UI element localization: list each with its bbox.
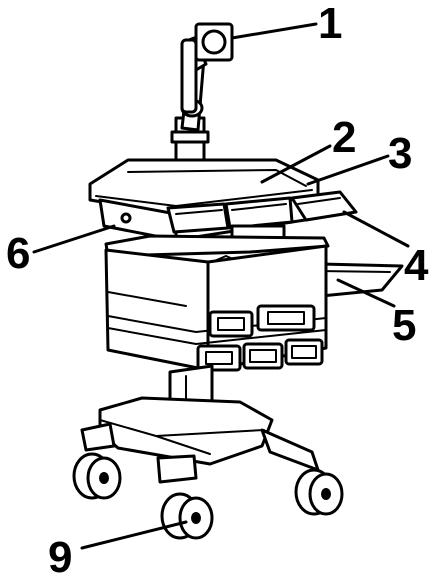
vesa-mount-plate [194,22,234,62]
callout-2: 2 [332,113,356,162]
caster-wheels [72,452,344,540]
callout-4: 4 [404,241,429,290]
callout-3: 3 [388,129,412,178]
caster-rear-left [72,452,122,500]
leader-2 [260,144,332,184]
monitor-arm [170,36,210,178]
base [80,396,320,484]
leader-9 [80,520,188,550]
callout-9: 9 [48,533,72,581]
leader-6 [32,224,116,254]
leader-4 [342,210,410,248]
callout-1: 1 [318,0,342,48]
callout-6: 6 [6,229,30,278]
caster-front-left [160,492,214,540]
leader-1 [230,22,318,40]
leader-lines [32,22,410,550]
callout-5: 5 [392,301,416,350]
drawers [196,304,324,372]
leader-5 [336,278,396,308]
leader-3 [306,154,390,186]
callouts: 1 2 3 4 5 6 9 [6,0,429,581]
caster-front-right [294,468,344,516]
